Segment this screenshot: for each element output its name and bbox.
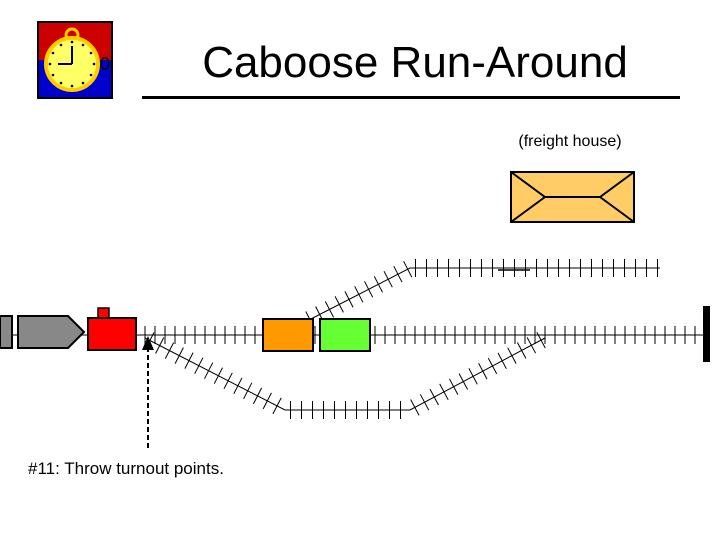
track-tie [334,296,344,313]
orange-freight-car [262,318,314,352]
locomotive [0,315,86,349]
track-tie [233,377,243,395]
track-tie [223,372,233,390]
track-tie [364,281,374,298]
turnout-pointer-arrow [142,336,154,448]
track-tie [324,301,335,318]
track-tie [410,399,420,416]
track-tie [526,337,537,354]
track-tie [262,392,272,410]
track-tie [439,383,449,401]
end-of-track-bumper [703,306,710,362]
track-tie [164,342,175,359]
track-tie [373,276,383,293]
track-tie [468,368,478,385]
track-tie [213,367,223,384]
track-tie [448,378,459,395]
track-tie [536,331,546,349]
track-tie [419,394,430,411]
track-tie [478,362,488,380]
track-tie [194,357,204,374]
track-tie [393,265,403,283]
green-freight-car [319,318,371,352]
track-tie [487,357,498,375]
track-tie [497,352,507,370]
track-tie [429,388,439,406]
track-tie [204,362,214,379]
track-tie [344,291,354,308]
freight-house [510,171,635,223]
track-tie [403,260,413,278]
track-tie [516,342,527,359]
upper-siding-track [304,259,660,328]
slide-title: Caboose Run-Around [202,38,628,87]
track-tie [354,286,364,303]
track-tie [252,387,263,405]
track-tie [458,373,469,390]
svg-text:0: 0 [100,54,110,74]
runaround-track [144,331,546,419]
track-tie [184,352,194,369]
track-tie [155,337,165,354]
track-tie [507,347,517,364]
track-tie [174,347,184,364]
title-underline [142,96,680,99]
track-tie [272,397,282,415]
step-instruction: #11: Throw turnout points. [28,459,224,478]
track-tie [383,270,393,288]
track-tie [243,382,253,400]
stopwatch-icon: 0 [37,21,113,99]
caboose [87,307,137,351]
freight-house-label: (freight house) [518,133,622,150]
